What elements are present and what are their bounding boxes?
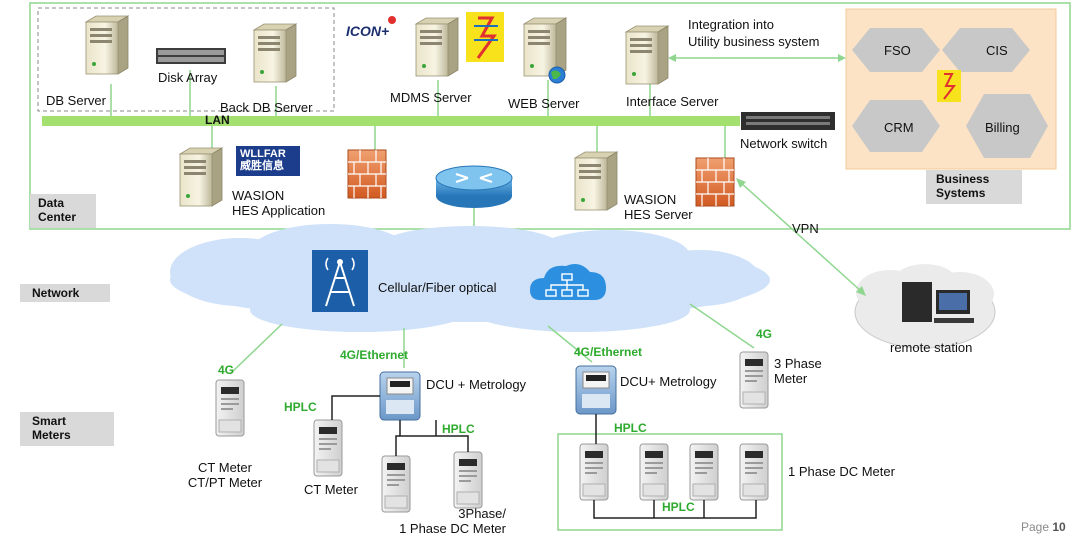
- hex-billing: [966, 94, 1048, 158]
- zone-smart-meters: Smart Meters: [20, 412, 114, 446]
- hplc-b: HPLC: [442, 422, 475, 436]
- vpn-label: VPN: [792, 221, 819, 236]
- zone-data-center: Data Center: [30, 194, 96, 228]
- dcu-right-label: DCU+ Metrology: [620, 374, 717, 389]
- wasion-logo-text: WLLFAR 威胜信息: [240, 148, 286, 172]
- hplc-c: HPLC: [614, 421, 647, 435]
- wasion-logo: [236, 146, 300, 176]
- link-4g-right: 4G: [756, 327, 773, 341]
- page-word: Page: [1021, 520, 1050, 534]
- back-db-server-label: Back DB Server: [220, 100, 313, 115]
- business-systems-tag: Business Systems: [926, 170, 1022, 204]
- three-one-phase-label: 3Phase/ 1 Phase DC Meter: [399, 506, 506, 536]
- network-switch-label: Network switch: [740, 136, 828, 151]
- page-num: 10: [1052, 520, 1066, 534]
- switch-shape: [741, 112, 835, 130]
- business-billing: Billing: [985, 120, 1020, 135]
- business-crm: CRM: [884, 120, 914, 135]
- zone-network: Network: [20, 284, 110, 302]
- one-phase-dc-label: 1 Phase DC Meter: [788, 464, 895, 479]
- business-cis: CIS: [986, 43, 1008, 58]
- hes-server-label: WASION HES Server: [624, 192, 693, 222]
- page-number: Page 10: [1021, 520, 1066, 535]
- link-eth-right: 4G/Ethernet: [574, 345, 643, 359]
- db-group-box: [37, 7, 335, 112]
- link-4g-left: 4G: [218, 363, 235, 377]
- hex-crm: [852, 100, 940, 152]
- disk-array-label: Disk Array: [158, 70, 218, 85]
- hex-fso: [852, 28, 940, 72]
- lan-bar: [42, 116, 740, 126]
- hex-cis: [942, 28, 1030, 72]
- lan-label: LAN: [205, 113, 230, 127]
- link-eth-mid: 4G/Ethernet: [340, 348, 409, 362]
- interface-server-label: Interface Server: [626, 94, 719, 109]
- svg-text:ICON+: ICON+: [346, 23, 389, 39]
- dcu-left-label: DCU + Metrology: [426, 377, 527, 392]
- db-server-label: DB Server: [46, 93, 106, 108]
- dc-meter-group-box: [557, 433, 783, 531]
- cloud-label: Cellular/Fiber optical: [378, 280, 497, 295]
- network-cloud: [170, 224, 770, 332]
- ct-meter-mid-label: CT Meter: [304, 482, 358, 497]
- disk-array-shape: [156, 48, 226, 64]
- ct-meter-left-label: CT Meter CT/PT Meter: [187, 460, 263, 490]
- web-server-label: WEB Server: [508, 96, 580, 111]
- business-fso: FSO: [884, 43, 911, 58]
- remote-station-label: remote station: [890, 340, 973, 355]
- data-center-border: [29, 2, 1071, 230]
- hplc-a: HPLC: [284, 400, 317, 414]
- mdms-server-label: MDMS Server: [390, 90, 472, 105]
- integration-label: Integration into Utility business system: [688, 17, 820, 49]
- hplc-d: HPLC: [662, 500, 695, 514]
- pc-tower: [902, 282, 932, 322]
- hes-application-label: WASION HES Application: [232, 188, 326, 218]
- three-phase-label: 3 Phase Meter: [774, 356, 822, 386]
